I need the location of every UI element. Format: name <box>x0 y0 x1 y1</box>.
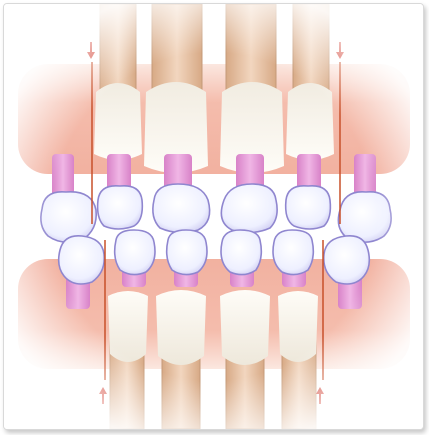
teeth-diagram <box>4 4 423 429</box>
figure-frame <box>3 3 424 430</box>
vignette <box>4 4 423 429</box>
